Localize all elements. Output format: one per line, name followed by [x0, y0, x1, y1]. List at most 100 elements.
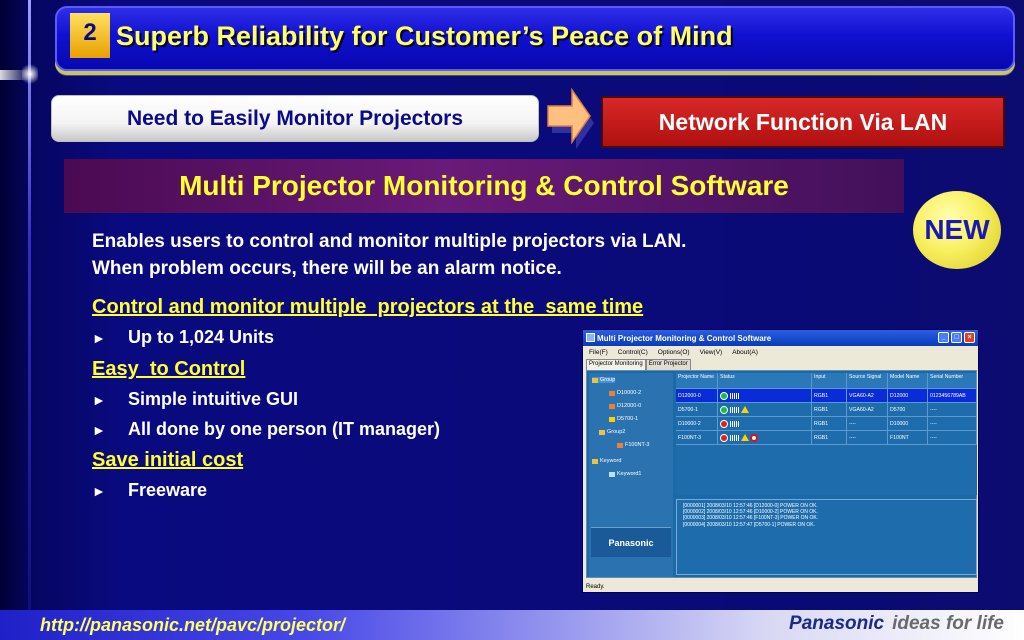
- column-header[interactable]: Model Name: [888, 373, 928, 389]
- menu-options[interactable]: Options(O): [657, 349, 690, 356]
- menu-file[interactable]: File(F): [589, 349, 608, 356]
- table-row[interactable]: D10000-2 RGB1 ---- D10000 ----: [676, 417, 977, 431]
- footer-bar: [0, 610, 1024, 640]
- folder-icon: [592, 377, 598, 383]
- tab-projector-monitoring[interactable]: Projector Monitoring: [586, 359, 646, 370]
- column-header[interactable]: Serial Number: [928, 373, 977, 389]
- minimize-icon[interactable]: _: [938, 332, 949, 343]
- projector-table: Projector Name Status Input Source Signa…: [676, 373, 977, 495]
- column-header[interactable]: Projector Name: [676, 373, 718, 389]
- app-icon: [586, 333, 595, 342]
- arrow-right-icon: [547, 87, 594, 149]
- tab-error-projector[interactable]: Error Projector: [645, 359, 691, 370]
- new-badge: NEW: [913, 191, 1001, 269]
- maximize-icon[interactable]: □: [951, 332, 962, 343]
- column-header[interactable]: Status: [718, 373, 812, 389]
- column-header[interactable]: Input: [812, 373, 847, 389]
- footer-brand: Panasonic ideas for life: [789, 613, 1004, 635]
- decor-star: [22, 62, 38, 86]
- tree-item-group2[interactable]: Group2: [599, 429, 625, 435]
- tree-item-keyword[interactable]: Keyword: [592, 458, 621, 464]
- document-icon: [609, 471, 615, 477]
- slide-title: Superb Reliability for Customer’s Peace …: [116, 21, 733, 51]
- menu-bar: File(F) Control(C) Options(O) View(V) Ab…: [583, 346, 978, 359]
- warning-icon: [741, 406, 749, 413]
- table-row[interactable]: F100NT-3 RGB1 ---- F100NT ----: [676, 431, 977, 445]
- cell-signal: VGA60-A2: [847, 403, 888, 417]
- footer-url-link[interactable]: http://panasonic.net/pavc/projector/: [40, 615, 346, 635]
- section-heading-cost: Save initial cost: [92, 449, 244, 471]
- bullet-text: Up to 1,024 Units: [128, 327, 275, 347]
- brand-tagline: ideas for life: [892, 613, 1004, 634]
- cell-signal: VGA60-A2: [847, 389, 888, 403]
- cell-signal: ----: [847, 417, 888, 431]
- section-heading-easy: Easy to Control: [92, 358, 246, 380]
- signal-icon: [730, 406, 739, 413]
- cell-name: F100NT-3: [676, 431, 718, 445]
- window-body: Group D10000-2 D12000-0 D5700-1 Group2 F…: [586, 370, 977, 578]
- bullet-arrow-icon: ►: [92, 421, 106, 438]
- window-title: Multi Projector Monitoring & Control Sof…: [597, 333, 772, 343]
- tree-item-keyword1[interactable]: Keyword1: [609, 471, 641, 477]
- bullet-text: All done by one person (IT manager): [128, 419, 441, 439]
- table-header: Projector Name Status Input Source Signa…: [676, 373, 977, 389]
- intro-text: Enables users to control and monitor mul…: [92, 228, 872, 282]
- network-box: Network Function Via LAN: [601, 96, 1005, 148]
- power-off-icon: [720, 419, 728, 428]
- bullet-arrow-icon: ►: [92, 329, 106, 346]
- tree-item-group[interactable]: Group: [592, 377, 616, 383]
- cell-model: D5700: [888, 403, 928, 417]
- tab-strip: Projector Monitoring Error Projector: [583, 359, 978, 370]
- tree-item-projector[interactable]: D10000-2: [609, 390, 641, 396]
- bullet-text: Simple intuitive GUI: [128, 389, 299, 409]
- cell-input: RGB1: [812, 403, 847, 417]
- power-on-icon: [720, 405, 728, 414]
- projector-icon: [617, 442, 623, 448]
- intro-line-1: Enables users to control and monitor mul…: [92, 231, 687, 252]
- cell-serial: ----: [928, 417, 977, 431]
- log-line: [0000004] 2008/03/10 12:57:47 [D5700-1] …: [683, 521, 816, 528]
- cell-name: D5700-1: [676, 403, 718, 417]
- bullet-item: ► Simple intuitive GUI: [92, 389, 298, 410]
- cell-model: D12000: [888, 389, 928, 403]
- cell-model: F100NT: [888, 431, 928, 445]
- need-box: Need to Easily Monitor Projectors: [51, 95, 539, 142]
- table-row[interactable]: D12000-0 RGB1 VGA60-A2 D12000 0123456789…: [676, 389, 977, 403]
- warning-icon: [741, 434, 749, 441]
- tree-item-projector[interactable]: F100NT-3: [617, 442, 649, 448]
- bullet-arrow-icon: ►: [92, 391, 106, 408]
- intro-line-2: When problem occurs, there will be an al…: [92, 258, 562, 279]
- log-line: [0000002] 2008/03/10 12:57:46 [D10000-2]…: [683, 509, 818, 516]
- status-bar: Ready.: [586, 584, 605, 590]
- cell-serial: 0123456789AB: [928, 389, 977, 403]
- signal-icon: [730, 392, 739, 399]
- cell-serial: ----: [928, 431, 977, 445]
- cell-signal: ----: [847, 431, 888, 445]
- power-off-icon: [720, 433, 728, 442]
- folder-icon: [592, 458, 598, 464]
- tree-item-projector[interactable]: D12000-0: [609, 403, 641, 409]
- folder-icon: [599, 429, 605, 435]
- cell-status: [718, 417, 812, 431]
- log-line: [0000001] 2008/03/10 12:57:46 [D12000-0]…: [683, 503, 818, 509]
- software-title-bar: Multi Projector Monitoring & Control Sof…: [64, 159, 904, 213]
- menu-control[interactable]: Control(C): [617, 349, 648, 356]
- cell-name: D12000-0: [676, 389, 718, 403]
- menu-about[interactable]: About(A): [732, 349, 758, 356]
- menu-view[interactable]: View(V): [699, 349, 723, 356]
- table-row[interactable]: D5700-1 RGB1 VGA60-A2 D5700 ----: [676, 403, 977, 417]
- cell-model: D10000: [888, 417, 928, 431]
- tree-item-projector[interactable]: D5700-1: [609, 416, 638, 422]
- decor-glow: [0, 70, 30, 80]
- event-log[interactable]: [0000001] 2008/03/10 12:57:46 [D12000-0]…: [676, 499, 977, 575]
- power-on-icon: [720, 391, 728, 400]
- signal-icon: [730, 434, 739, 441]
- close-icon[interactable]: ×: [964, 332, 975, 343]
- cell-serial: ----: [928, 403, 977, 417]
- column-header[interactable]: Source Signal: [847, 373, 888, 389]
- signal-icon: [730, 420, 739, 427]
- bullet-text: Freeware: [128, 480, 208, 500]
- cell-status: [718, 403, 812, 417]
- bullet-item: ► Freeware: [92, 480, 207, 501]
- log-line: [0000003] 2008/03/10 12:57:46 [F100NT-3]…: [683, 515, 819, 522]
